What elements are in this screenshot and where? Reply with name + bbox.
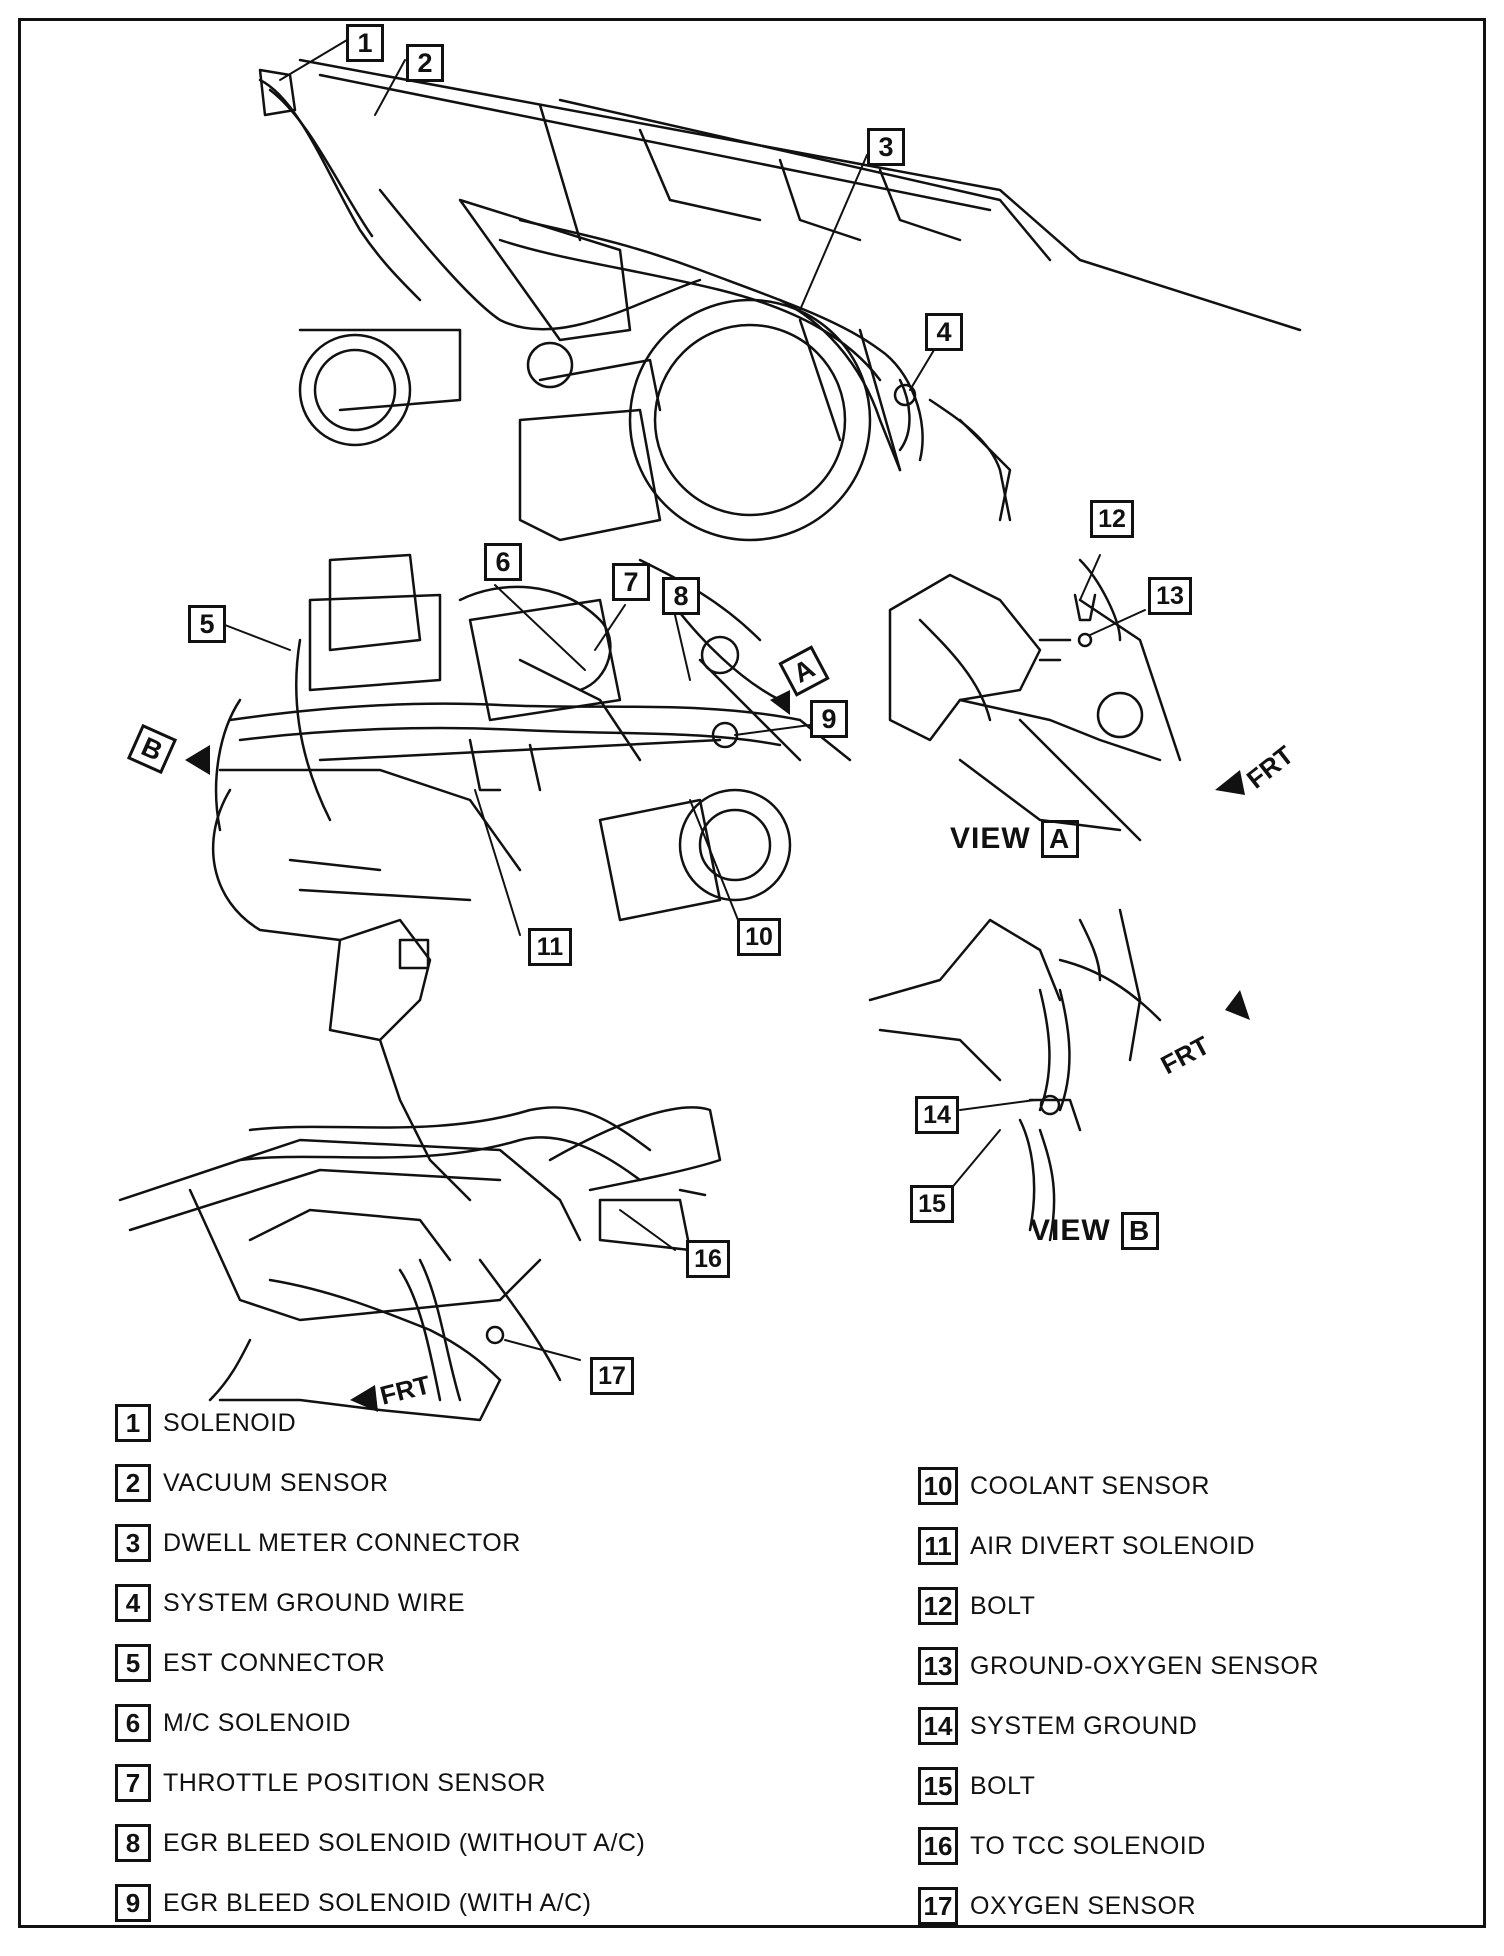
callout-17: 17 bbox=[590, 1357, 634, 1395]
legend-item: 12 BOLT bbox=[918, 1576, 1319, 1636]
callout-16: 16 bbox=[686, 1240, 730, 1278]
view-a-prefix: VIEW bbox=[950, 822, 1031, 855]
callout-2: 2 bbox=[406, 44, 444, 82]
legend-item: 9 EGR BLEED SOLENOID (WITH A/C) bbox=[115, 1873, 645, 1933]
view-b-illustration bbox=[868, 908, 1162, 1242]
legend-label: EGR BLEED SOLENOID (WITHOUT A/C) bbox=[163, 1828, 646, 1857]
legend-label: SYSTEM GROUND WIRE bbox=[163, 1588, 466, 1617]
view-b-prefix: VIEW bbox=[1030, 1214, 1111, 1247]
legend-number: 13 bbox=[918, 1647, 958, 1685]
callout-15: 15 bbox=[910, 1185, 954, 1223]
legend-label: M/C SOLENOID bbox=[163, 1708, 351, 1737]
view-a-label: VIEW A bbox=[950, 820, 1079, 858]
legend-number: 15 bbox=[918, 1767, 958, 1805]
leader-lines bbox=[224, 39, 1146, 1361]
callout-4: 4 bbox=[925, 313, 963, 351]
legend-number: 11 bbox=[918, 1527, 958, 1565]
legend-item: 2 VACUUM SENSOR bbox=[115, 1453, 645, 1513]
callout-5: 5 bbox=[188, 605, 226, 643]
legend-number: 2 bbox=[115, 1464, 151, 1502]
legend-number: 12 bbox=[918, 1587, 958, 1625]
legend-item: 11 AIR DIVERT SOLENOID bbox=[918, 1516, 1319, 1576]
legend-item: 17 OXYGEN SENSOR bbox=[918, 1876, 1319, 1936]
legend-item: 4 SYSTEM GROUND WIRE bbox=[115, 1573, 645, 1633]
legend-item: 3 DWELL METER CONNECTOR bbox=[115, 1513, 645, 1573]
legend-item: 13 GROUND-OXYGEN SENSOR bbox=[918, 1636, 1319, 1696]
callout-13: 13 bbox=[1148, 577, 1192, 615]
view-b-letter: B bbox=[1120, 1212, 1159, 1250]
legend-number: 5 bbox=[115, 1644, 151, 1682]
legend-item: 16 TO TCC SOLENOID bbox=[918, 1816, 1319, 1876]
callout-11: 11 bbox=[528, 928, 572, 966]
legend-label: DWELL METER CONNECTOR bbox=[163, 1528, 521, 1557]
view-a-letter: A bbox=[1040, 820, 1079, 858]
callout-7: 7 bbox=[612, 563, 650, 601]
legend-label: EST CONNECTOR bbox=[163, 1648, 386, 1677]
legend-right: 10 COOLANT SENSOR 11 AIR DIVERT SOLENOID 1… bbox=[918, 1456, 1319, 1936]
legend-label: GROUND-OXYGEN SENSOR bbox=[970, 1651, 1319, 1680]
legend-label: OXYGEN SENSOR bbox=[970, 1891, 1196, 1920]
legend-label: SOLENOID bbox=[163, 1408, 297, 1437]
legend-number: 3 bbox=[115, 1524, 151, 1562]
view-b-label: VIEW B bbox=[1030, 1212, 1159, 1250]
diagram-frame bbox=[18, 18, 1486, 1928]
callout-1: 1 bbox=[346, 24, 384, 62]
legend-label: BOLT bbox=[970, 1771, 1036, 1800]
callout-12: 12 bbox=[1090, 500, 1134, 538]
legend-item: 14 SYSTEM GROUND bbox=[918, 1696, 1319, 1756]
legend-left: 1 SOLENOID 2 VACUUM SENSOR 3 DWELL METER CO… bbox=[115, 1393, 645, 1933]
legend-label: COOLANT SENSOR bbox=[970, 1471, 1210, 1500]
legend-label: TO TCC SOLENOID bbox=[970, 1831, 1206, 1860]
legend-label: VACUUM SENSOR bbox=[163, 1468, 389, 1497]
callout-6: 6 bbox=[484, 543, 522, 581]
legend-number: 6 bbox=[115, 1704, 151, 1742]
view-a-illustration bbox=[888, 558, 1182, 842]
legend-number: 9 bbox=[115, 1884, 151, 1922]
legend-number: 4 bbox=[115, 1584, 151, 1622]
legend-label: AIR DIVERT SOLENOID bbox=[970, 1531, 1256, 1560]
legend-item: 15 BOLT bbox=[918, 1756, 1319, 1816]
legend-number: 8 bbox=[115, 1824, 151, 1862]
legend-number: 17 bbox=[918, 1887, 958, 1925]
direction-arrows bbox=[185, 690, 1250, 1412]
legend-label: THROTTLE POSITION SENSOR bbox=[163, 1768, 546, 1797]
legend-item: 7 THROTTLE POSITION SENSOR bbox=[115, 1753, 645, 1813]
legend-number: 16 bbox=[918, 1827, 958, 1865]
legend-number: 14 bbox=[918, 1707, 958, 1745]
legend-item: 1 SOLENOID bbox=[115, 1393, 645, 1453]
legend-item: 8 EGR BLEED SOLENOID (WITHOUT A/C) bbox=[115, 1813, 645, 1873]
middle-engine-illustration bbox=[211, 553, 852, 942]
bottom-engine-illustration bbox=[118, 918, 722, 1422]
legend-item: 5 EST CONNECTOR bbox=[115, 1633, 645, 1693]
legend-item: 6 M/C SOLENOID bbox=[115, 1693, 645, 1753]
top-engine-illustration bbox=[258, 58, 1302, 542]
legend-number: 7 bbox=[115, 1764, 151, 1802]
legend-label: EGR BLEED SOLENOID (WITH A/C) bbox=[163, 1888, 592, 1917]
legend-label: BOLT bbox=[970, 1591, 1036, 1620]
legend-item: 10 COOLANT SENSOR bbox=[918, 1456, 1319, 1516]
callout-8: 8 bbox=[662, 577, 700, 615]
legend-label: SYSTEM GROUND bbox=[970, 1711, 1198, 1740]
legend-number: 1 bbox=[115, 1404, 151, 1442]
callout-9: 9 bbox=[810, 700, 848, 738]
legend-number: 10 bbox=[918, 1467, 958, 1505]
callout-3: 3 bbox=[867, 128, 905, 166]
callout-14: 14 bbox=[915, 1096, 959, 1134]
callout-10: 10 bbox=[737, 918, 781, 956]
